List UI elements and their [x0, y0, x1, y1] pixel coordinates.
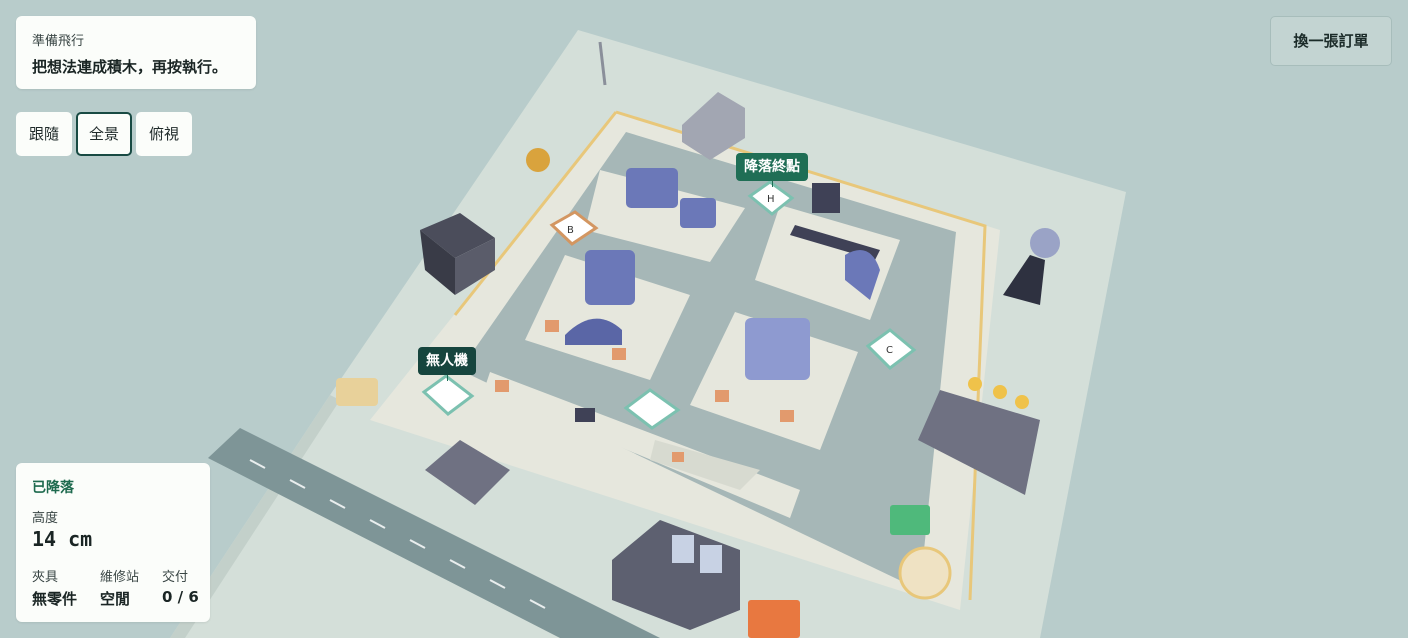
tile-w: [525, 255, 690, 380]
drone-status-card: 已降落 高度 14 cm 夾具 無零件 維修站 空閒 交付 0 / 6: [16, 463, 210, 622]
svg-text:C: C: [886, 345, 893, 356]
pad-b: B: [549, 210, 599, 246]
view-follow-button[interactable]: 跟隨: [16, 112, 72, 156]
wind-turbine: [598, 41, 607, 86]
mission-status: 準備飛行: [32, 34, 85, 49]
pad-h: H: [747, 180, 795, 216]
delivery-label: 交付: [162, 570, 189, 585]
mission-card: 準備飛行 把想法連成積木，再按執行。: [16, 16, 256, 89]
orange-crate: [748, 600, 800, 638]
svg-text:H: H: [767, 194, 775, 205]
conveyor: [790, 225, 880, 300]
furnace-building: [918, 377, 1040, 495]
gripper-value: 無零件: [32, 590, 78, 608]
dark-tank: [812, 183, 840, 213]
mission-instruction: 把想法連成積木，再按執行。: [32, 58, 228, 76]
warehouse: [682, 92, 745, 160]
tile-nw: [585, 170, 745, 262]
press-machine: [626, 168, 716, 228]
flight-state: 已降落: [32, 480, 74, 496]
center-machine: [745, 318, 810, 380]
server-building: [420, 213, 495, 295]
new-order-button[interactable]: 換一張訂單: [1270, 16, 1392, 66]
workshop: [425, 440, 510, 505]
water-tower: [1003, 228, 1060, 305]
dark-pallet: [575, 408, 595, 422]
boxes: [495, 320, 794, 462]
green-crate: [890, 505, 930, 535]
bend-machine: [565, 250, 635, 345]
pad-a: [623, 388, 681, 430]
view-topdown-button[interactable]: 俯視: [136, 112, 192, 156]
station-label: 維修站: [100, 570, 140, 585]
yellow-barrel: [526, 148, 550, 172]
outer-road: [208, 428, 660, 638]
tile-c: [690, 312, 858, 450]
gripper-label: 夾具: [32, 570, 59, 585]
fence: [615, 110, 987, 601]
pad-drone: [421, 374, 475, 416]
truck: [336, 378, 378, 406]
station-value: 空閒: [100, 590, 131, 608]
drone-label: 無人機: [418, 347, 476, 381]
pad-c: C: [865, 328, 917, 370]
view-overview-button[interactable]: 全景: [76, 112, 132, 156]
altitude-value: 14 cm: [32, 527, 93, 551]
round-tank: [898, 546, 952, 600]
svg-text:B: B: [567, 225, 574, 236]
fence-west: [453, 111, 618, 316]
altitude-label: 高度: [32, 511, 59, 526]
ground-plate-edge: [170, 395, 340, 638]
landing-target-label: 降落終點: [736, 153, 808, 187]
office-building: [612, 520, 740, 630]
delivery-value: 0 / 6: [162, 588, 199, 606]
